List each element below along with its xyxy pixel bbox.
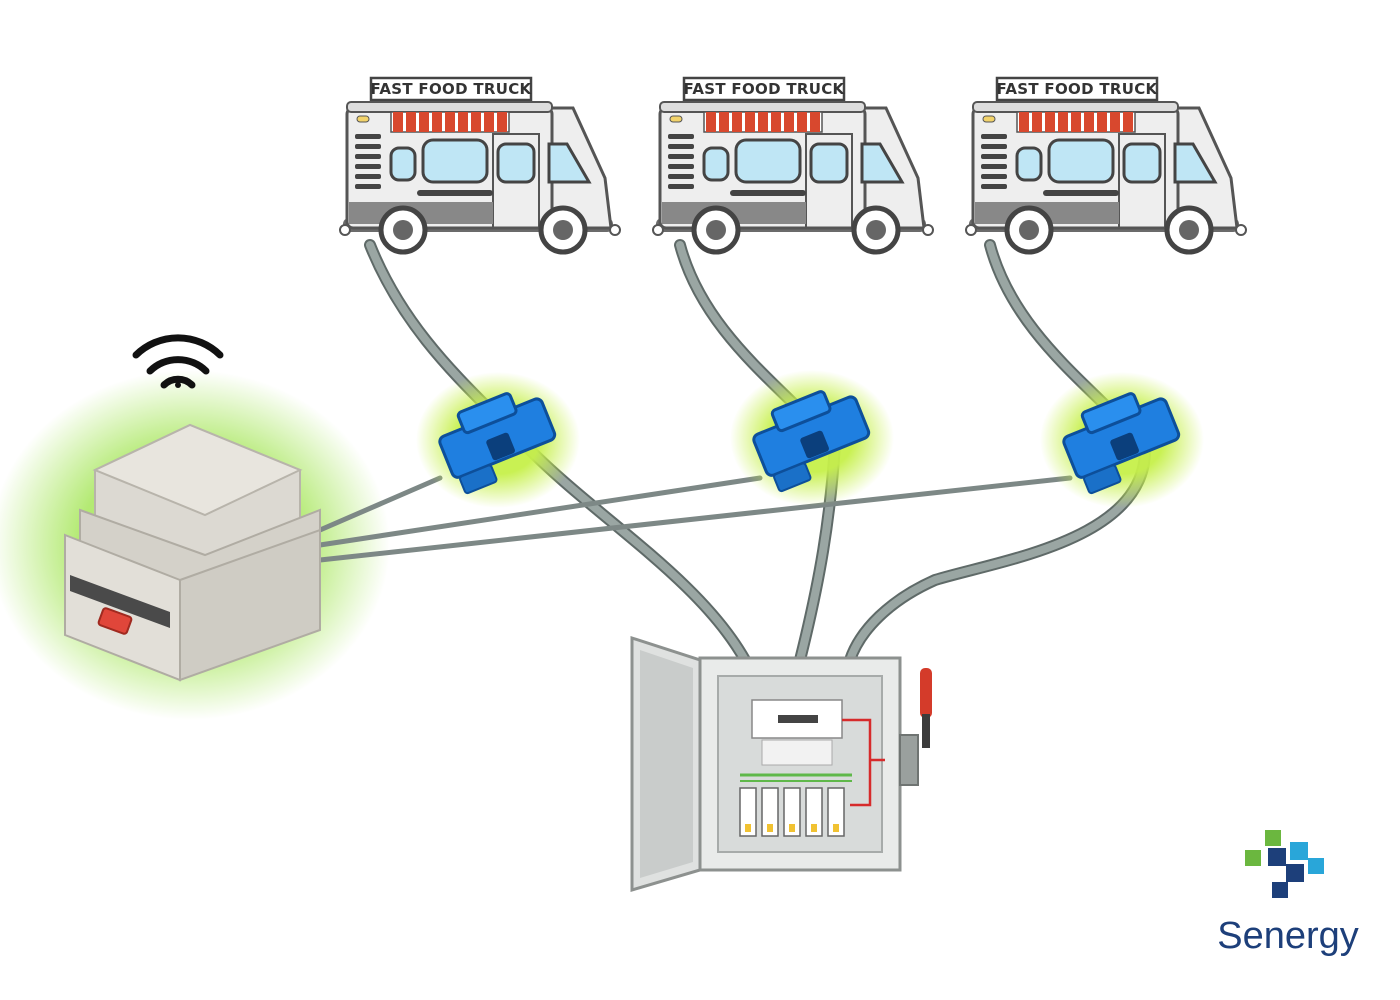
truck-sign: FAST FOOD TRUCK [997,80,1159,98]
senergy-logo: Senergy [1217,830,1359,957]
food-truck-2: FAST FOOD TRUCK [653,76,933,252]
current-clamp-2 [728,368,896,508]
current-clamp-icon [414,370,582,510]
wifi-icon [132,334,224,389]
current-clamp-1 [414,370,582,510]
senergy-logo-icon [1245,830,1324,898]
electrical-panel-icon [630,635,932,893]
current-clamp-icon [1038,370,1206,510]
truck-sign: FAST FOOD TRUCK [684,80,846,98]
current-clamp-3 [1038,370,1206,510]
food-truck-icon [340,102,620,252]
energy-monitor-device [64,423,321,682]
current-clamp-icon [728,368,896,508]
truck-sign: FAST FOOD TRUCK [371,80,533,98]
brand-name: Senergy [1217,915,1359,957]
sensor-wires [317,475,1073,563]
food-truck-1: FAST FOOD TRUCK [340,76,620,252]
food-truck-icon [653,102,933,252]
food-truck-3: FAST FOOD TRUCK [966,76,1246,252]
food-truck-icon [966,102,1246,252]
